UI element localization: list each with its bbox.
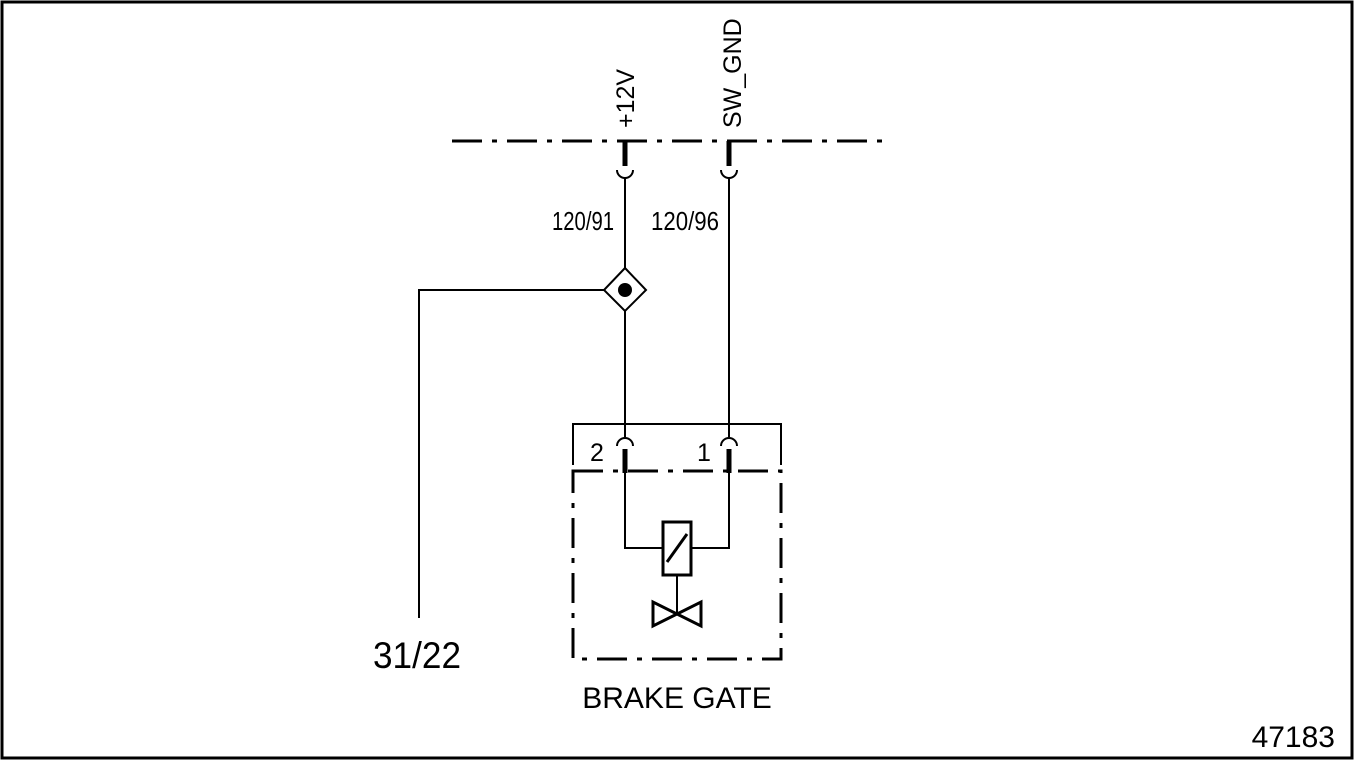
ground-branch-wire bbox=[418, 289, 604, 618]
wire-label-left: 120/91 bbox=[552, 206, 614, 236]
ground-reference-label: 31/22 bbox=[373, 635, 461, 676]
bus-label-sw-gnd: SW_GND bbox=[719, 18, 747, 128]
bus-label-plus12v: +12V bbox=[612, 69, 640, 128]
connector-plug-icon bbox=[616, 437, 634, 447]
pin-label-2: 2 bbox=[590, 439, 604, 467]
wire-label-right: 120/96 bbox=[651, 206, 719, 236]
figure-number: 47183 bbox=[1252, 721, 1335, 754]
solenoid-coil-slash bbox=[665, 533, 689, 563]
valve-icon bbox=[651, 599, 703, 629]
connector-housing bbox=[572, 423, 782, 465]
component-boundary bbox=[571, 469, 783, 661]
solenoid-wire-left bbox=[624, 473, 663, 549]
component-name-label: BRAKE GATE bbox=[582, 682, 772, 715]
solenoid-coil-icon bbox=[661, 520, 693, 577]
splice-dot-icon bbox=[618, 283, 632, 297]
connector-socket-icon bbox=[720, 169, 738, 179]
pin-label-1: 1 bbox=[697, 439, 711, 467]
connector-socket-icon bbox=[616, 169, 634, 179]
connector-plug-icon bbox=[720, 437, 738, 447]
solenoid-wire-right bbox=[691, 473, 730, 549]
